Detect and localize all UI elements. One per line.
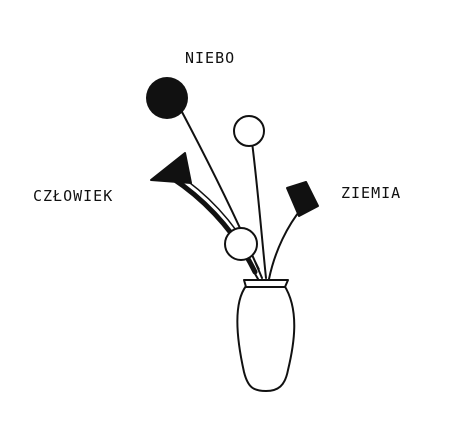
black-circle-flower [146, 77, 188, 119]
small-circle-flower [224, 227, 258, 261]
label-left: CZŁOWIEK [33, 187, 114, 205]
white-circle-flower [233, 115, 265, 147]
label-top: NIEBO [185, 49, 236, 67]
vase [236, 279, 296, 392]
stem-square [268, 207, 303, 280]
black-triangle-flower [150, 152, 192, 184]
label-right: ZIEMIA [341, 184, 402, 202]
stem-white-circle-top [251, 141, 267, 279]
black-square-flower [286, 181, 319, 217]
